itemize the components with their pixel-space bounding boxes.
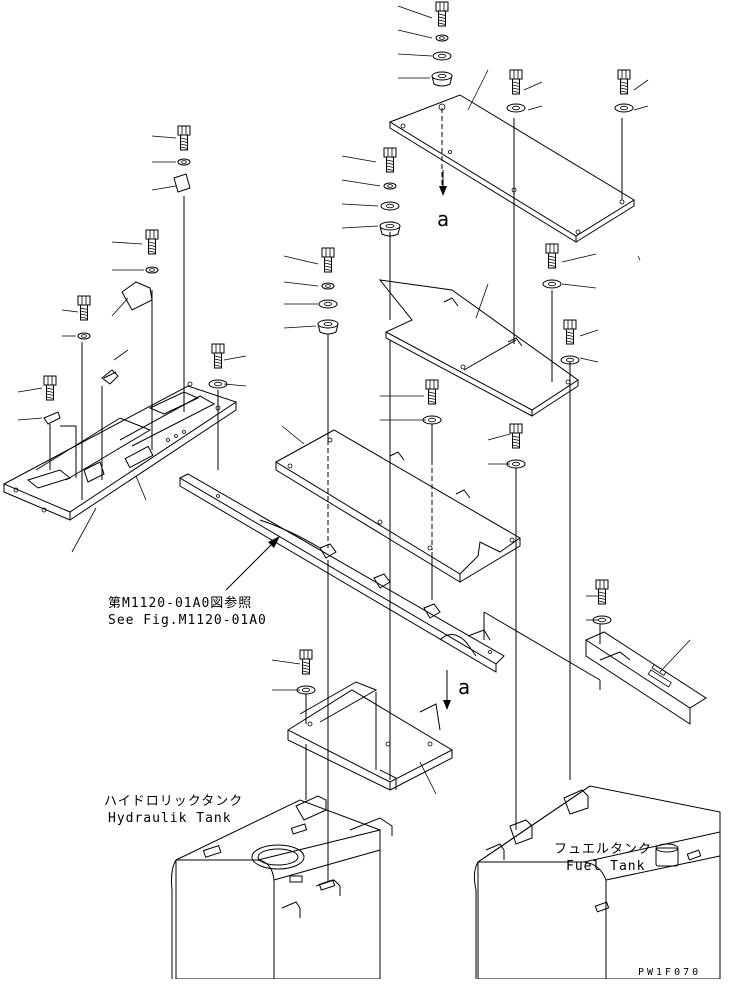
bolt-icon [145, 229, 159, 255]
reference-label-en: See Fig.M1120-01A0 [108, 613, 267, 628]
bolt-icon [425, 379, 439, 405]
lower-tray-bracket [286, 681, 454, 791]
bolt-icon [177, 125, 191, 151]
bolt-icon [509, 423, 523, 449]
clip-icon [101, 369, 119, 385]
bolt-icon [77, 295, 91, 321]
leader-lines [17, 5, 691, 795]
washer-icon [145, 266, 159, 274]
center-cover-plate [275, 429, 521, 583]
washer-icon [318, 299, 338, 309]
bolt-icon [617, 69, 631, 95]
marker-a-lower: a [458, 675, 470, 699]
text-labels: 第M1120-01A0図参照 See Fig.M1120-01A0 ハイドロリッ… [104, 207, 701, 978]
washer-icon [506, 103, 526, 113]
bolt-icon [321, 247, 335, 273]
bolt-icon [383, 147, 397, 173]
washer-icon [321, 282, 335, 290]
bolt-icon [299, 649, 313, 675]
drawing-code: PW1F070 [638, 967, 701, 978]
washer-icon [177, 158, 191, 166]
fuel-tank-label-jp: フュエルタンク [554, 842, 652, 857]
clip-icon [43, 411, 61, 425]
washer-icon [432, 51, 452, 61]
washer-icon [614, 103, 634, 113]
top-cover-plate [388, 94, 635, 243]
hardware-fasteners [43, 1, 634, 695]
washer-icon [380, 201, 400, 211]
left-floor-plate [2, 381, 238, 521]
hydraulic-tank [171, 795, 393, 980]
bolt-icon [435, 1, 449, 27]
bolt-icon [211, 343, 225, 369]
washer-icon [77, 332, 91, 340]
small-clip-parts [43, 173, 191, 425]
fuel-tank-label-en: Fuel Tank [566, 859, 645, 874]
right-side-bracket [584, 631, 707, 725]
grommet-icon [431, 71, 453, 87]
reference-label-jp: 第M1120-01A0図参照 [108, 595, 252, 611]
assembly-lines [49, 108, 623, 882]
hydraulic-tank-label-jp: ハイドロリックタンク [104, 794, 243, 809]
bolt-icon [563, 319, 577, 345]
grommet-icon [379, 221, 401, 237]
bolt-icon [545, 243, 559, 269]
grommet-icon [317, 319, 339, 335]
bolt-icon [509, 69, 523, 95]
middle-cover-plate [378, 279, 579, 417]
bolt-icon [595, 579, 609, 605]
fuel-tank [473, 785, 721, 980]
clip-icon [173, 173, 191, 193]
bolt-icon [43, 375, 57, 401]
hydraulic-tank-label-en: Hydraulik Tank [108, 811, 232, 826]
washer-icon [435, 34, 449, 42]
clip-icon [121, 281, 153, 311]
washer-icon [383, 182, 397, 190]
marker-a-upper: a [437, 207, 449, 231]
long-rail-bracket [178, 473, 505, 673]
washer-icon [542, 279, 562, 289]
